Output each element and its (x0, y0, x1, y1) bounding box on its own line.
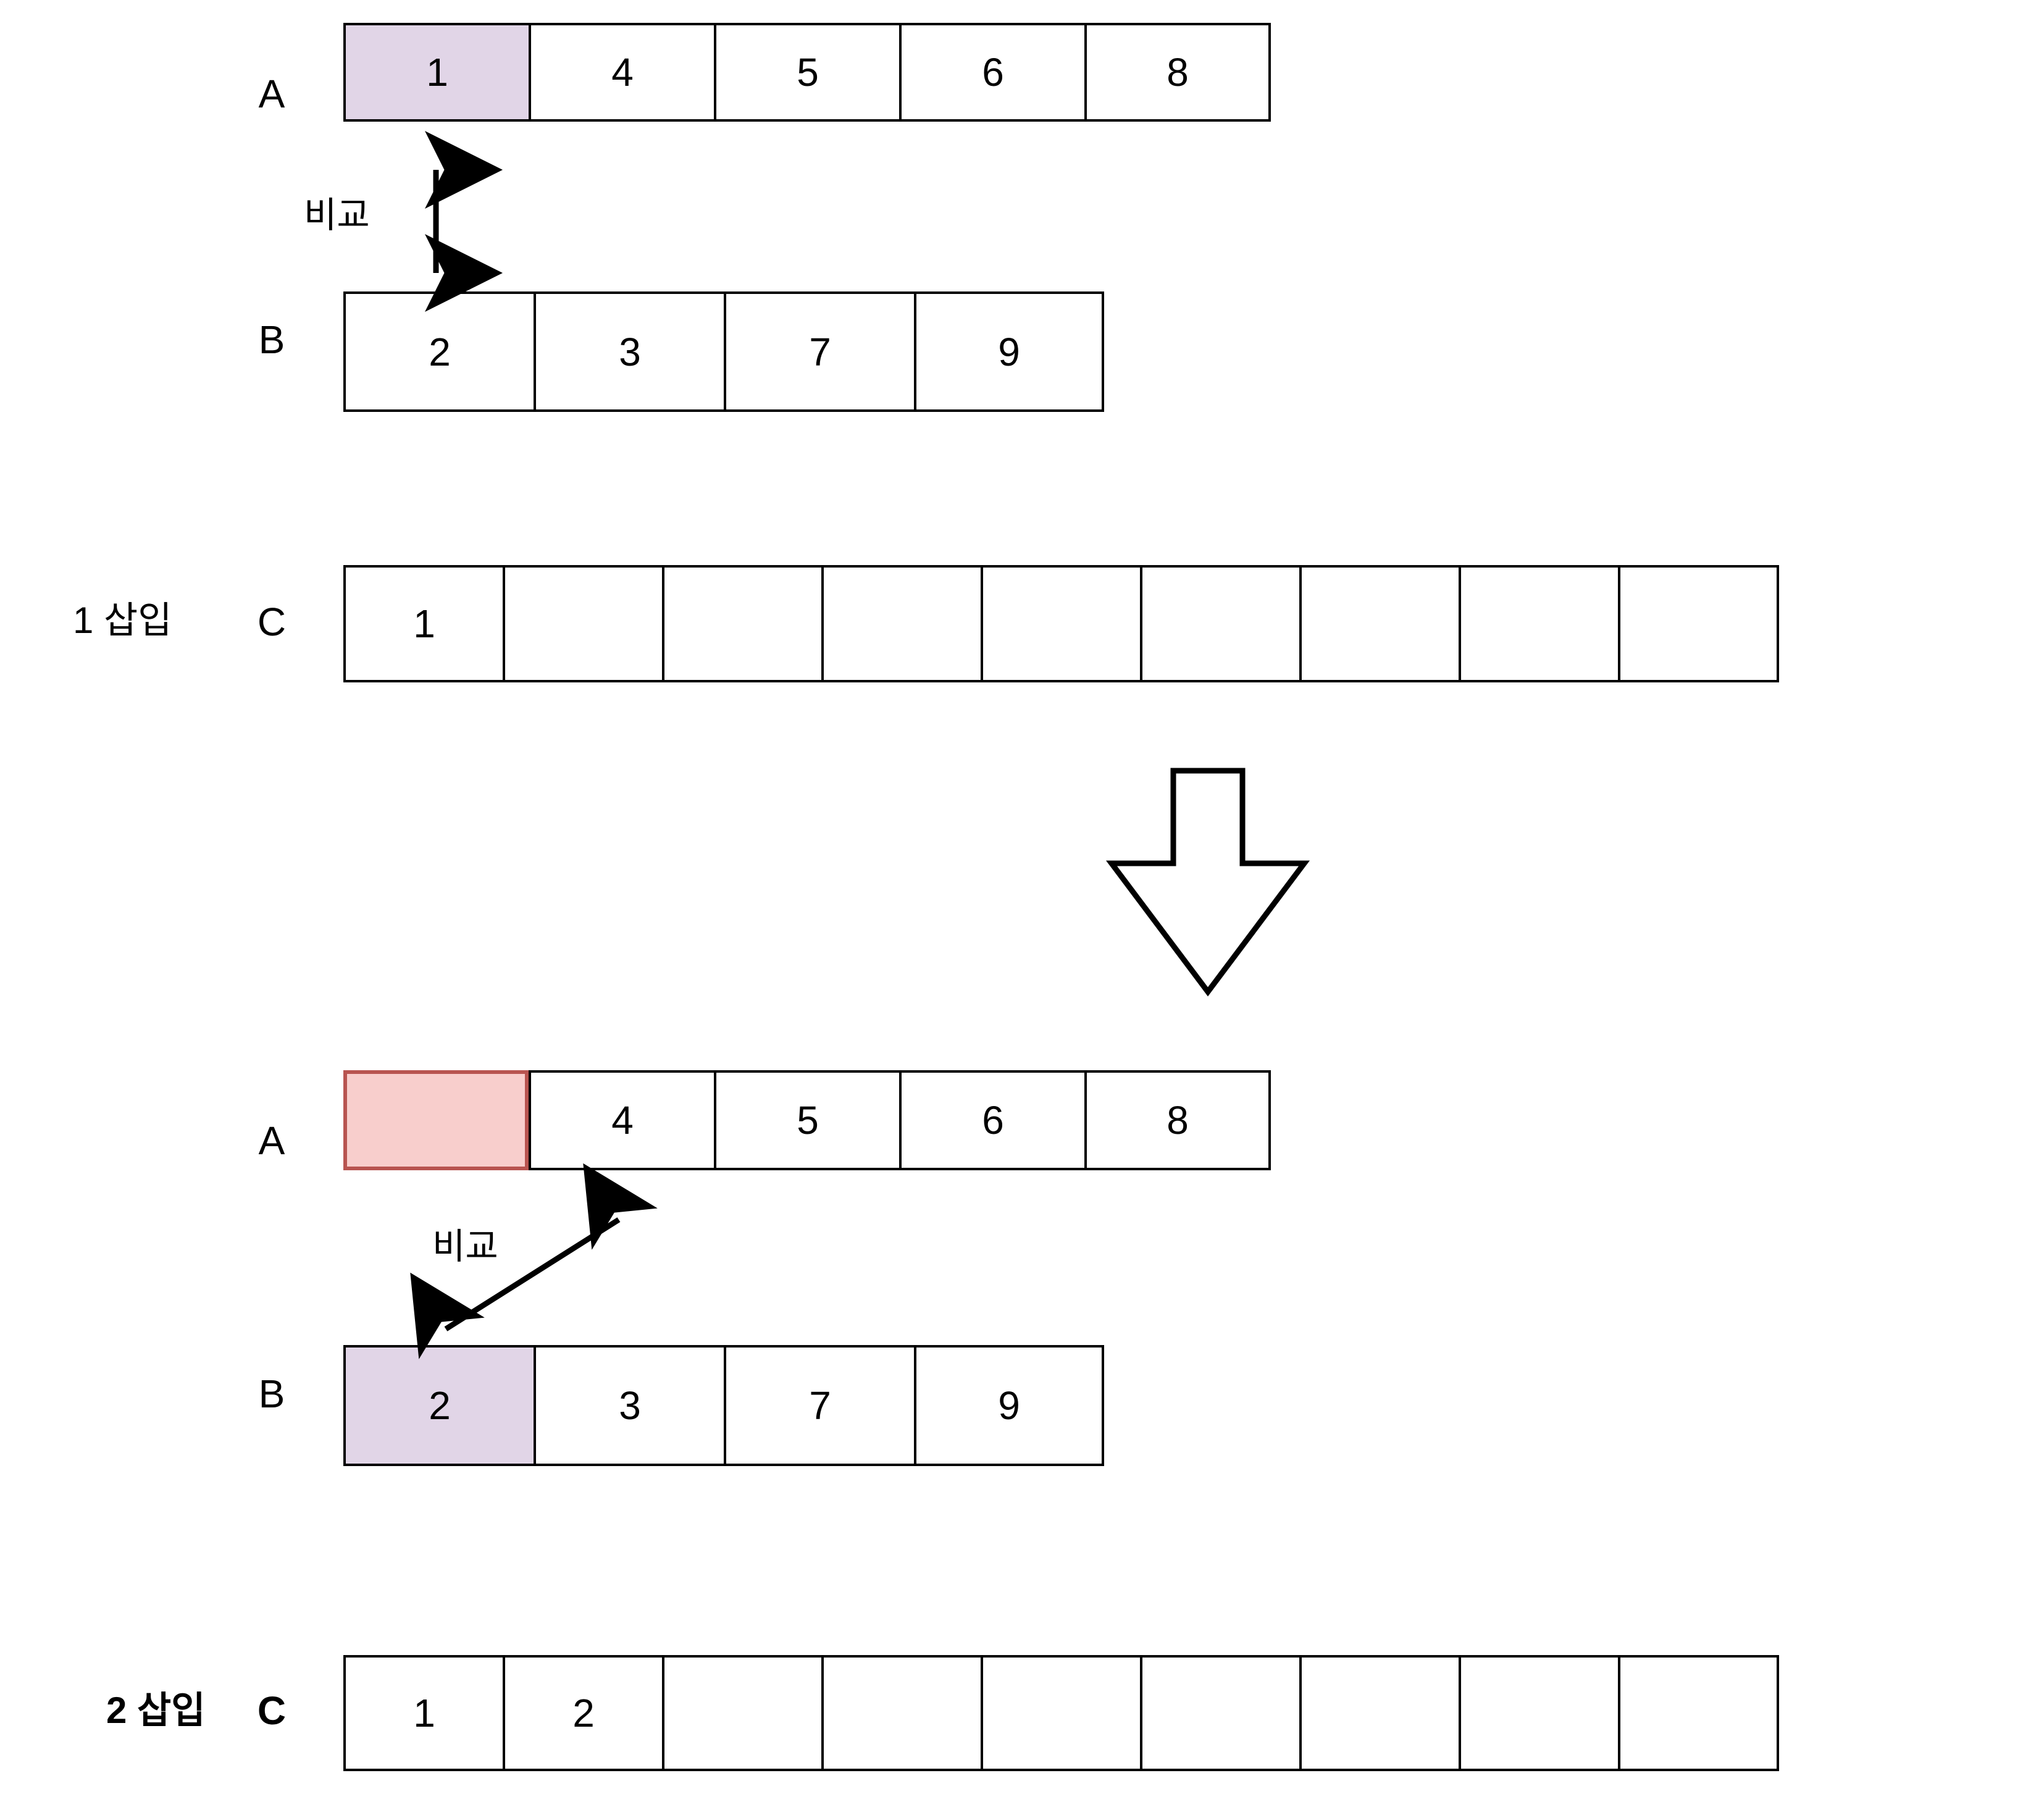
array-cell[interactable]: 7 (724, 291, 914, 412)
array-cell[interactable]: 4 (529, 1070, 714, 1170)
array-cell[interactable] (821, 565, 981, 682)
array-cell[interactable]: 2 (343, 291, 534, 412)
compare-label-step1: 비교 (304, 195, 370, 235)
array-a-step1: 1 4 5 6 8 (343, 23, 1271, 122)
array-cell[interactable]: 9 (914, 291, 1104, 412)
array-cell[interactable]: 6 (899, 23, 1084, 122)
array-cell[interactable]: 6 (899, 1070, 1084, 1170)
array-cell[interactable]: 9 (914, 1345, 1104, 1466)
array-cell[interactable]: 1 (343, 23, 529, 122)
array-label-a-step1: A (258, 72, 285, 116)
array-cell[interactable]: 4 (529, 23, 714, 122)
array-cell[interactable] (1299, 1655, 1459, 1771)
array-cell[interactable]: 3 (534, 1345, 724, 1466)
array-label-c-step1: C (257, 600, 287, 644)
array-cell[interactable] (662, 565, 821, 682)
array-label-a-step2: A (258, 1118, 285, 1163)
array-a-step2: 4 5 6 8 (343, 1070, 1271, 1170)
array-b-step1: 2 3 7 9 (343, 291, 1104, 412)
array-cell[interactable]: 7 (724, 1345, 914, 1466)
array-cell[interactable]: 5 (714, 1070, 899, 1170)
array-c-step2: 1 2 (343, 1655, 1779, 1771)
array-cell[interactable]: 8 (1084, 23, 1271, 122)
array-cell[interactable]: 3 (534, 291, 724, 412)
array-cell[interactable]: 2 (343, 1345, 534, 1466)
array-cell[interactable] (981, 1655, 1140, 1771)
big-down-arrow-icon (1106, 768, 1310, 997)
array-label-c-step2: C (257, 1688, 287, 1733)
array-cell[interactable] (981, 565, 1140, 682)
array-cell[interactable]: 8 (1084, 1070, 1271, 1170)
array-cell[interactable] (1618, 565, 1779, 682)
array-cell[interactable]: 5 (714, 23, 899, 122)
step-label-1: 1 삽입 (73, 600, 172, 641)
array-cell[interactable] (1459, 565, 1618, 682)
array-b-step2: 2 3 7 9 (343, 1345, 1104, 1466)
array-cell[interactable] (1618, 1655, 1779, 1771)
array-cell[interactable]: 2 (503, 1655, 662, 1771)
array-cell[interactable]: 1 (343, 565, 503, 682)
array-cell[interactable] (1140, 1655, 1299, 1771)
step-label-2: 2 삽입 (106, 1690, 206, 1731)
array-cell[interactable] (662, 1655, 821, 1771)
compare-label-step2: 비교 (432, 1226, 498, 1267)
array-c-step1: 1 (343, 565, 1779, 682)
array-label-b-step2: B (258, 1372, 285, 1416)
array-cell[interactable] (821, 1655, 981, 1771)
array-label-b-step1: B (258, 317, 285, 362)
array-cell[interactable]: 1 (343, 1655, 503, 1771)
array-cell[interactable] (1299, 565, 1459, 682)
array-cell[interactable] (343, 1070, 529, 1170)
array-cell[interactable] (1140, 565, 1299, 682)
array-cell[interactable] (503, 565, 662, 682)
array-cell[interactable] (1459, 1655, 1618, 1771)
